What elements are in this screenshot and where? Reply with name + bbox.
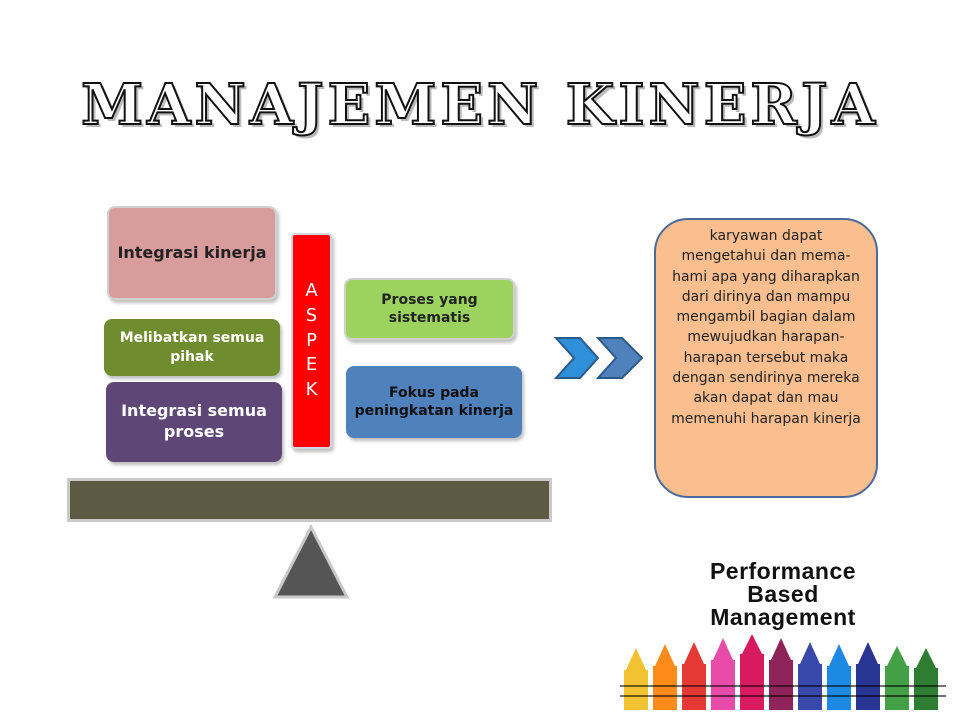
block-melibatkan-semua-pihak: Melibatkan semua pihak: [104, 319, 280, 376]
block-fokus-peningkatan: Fokus pada peningkatan kinerja: [346, 366, 522, 438]
callout-text: karyawan dapat mengetahui dan mema-hami …: [671, 228, 861, 427]
balance-beam: [67, 478, 552, 522]
aspek-letter: K: [305, 379, 318, 401]
block-proses-sistematis: Proses yang sistematis: [344, 278, 515, 340]
double-chevron-right-icon: [554, 337, 644, 379]
aspek-letter: S: [305, 304, 318, 326]
block-fokus-label: Fokus pada peningkatan kinerja: [354, 384, 514, 419]
slide-title: MANAJEMEN KINERJA: [80, 71, 879, 139]
image-line-based: Based: [747, 581, 819, 607]
crayons-icon: [620, 634, 946, 710]
block-integrasi-semua-proses: Integrasi semua proses: [106, 382, 282, 462]
fulcrum-triangle-icon: [272, 524, 350, 599]
aspek-letter: P: [306, 329, 317, 351]
performance-based-management-image: Performance Based Management: [620, 548, 946, 710]
block-proses-label: Proses yang sistematis: [381, 291, 478, 326]
block-integrasi-proses-label: Integrasi semua proses: [121, 401, 267, 441]
image-line-management: Management: [710, 604, 856, 630]
callout-description: karyawan dapat mengetahui dan mema-hami …: [654, 218, 878, 498]
aspek-letter: A: [305, 279, 318, 301]
aspek-letter: E: [305, 354, 318, 376]
block-integrasi-kinerja: Integrasi kinerja: [107, 206, 277, 300]
block-integrasi-kinerja-label: Integrasi kinerja: [117, 242, 267, 262]
block-melibatkan-label: Melibatkan semua pihak: [119, 330, 265, 365]
image-line-performance: Performance: [709, 558, 857, 584]
aspek-bar: A S P E K: [291, 233, 332, 449]
